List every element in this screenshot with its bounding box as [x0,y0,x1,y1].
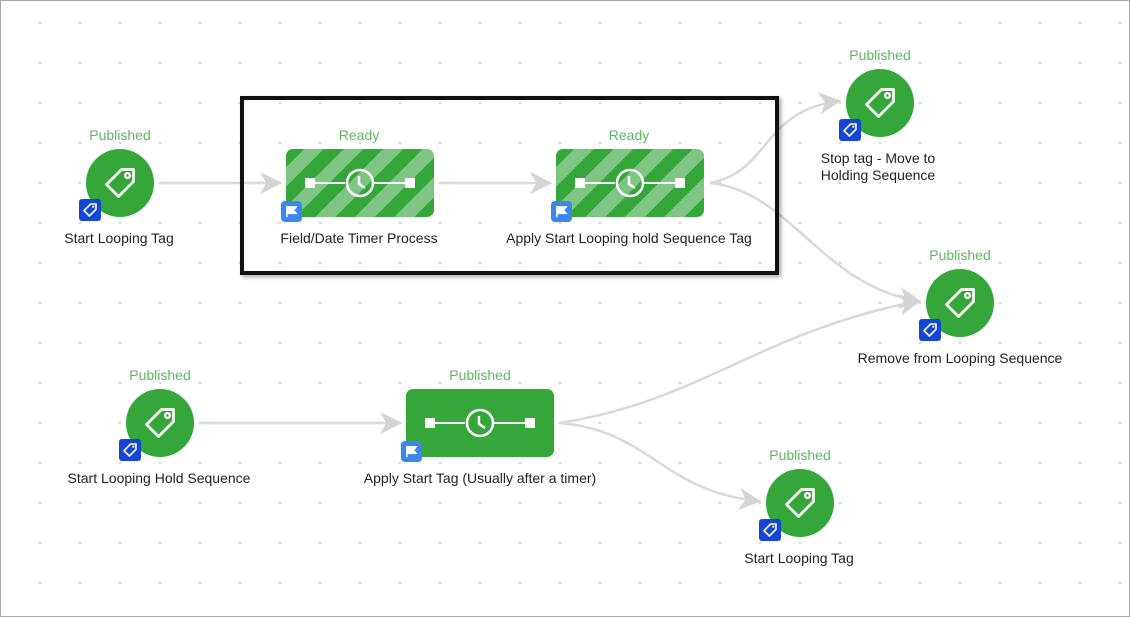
timer-node-box[interactable] [556,149,704,217]
highlight-box [240,96,779,275]
tag-icon [105,168,135,198]
node-status: Published [769,447,831,463]
clock-icon [575,168,685,198]
node-label: Field/Date Timer Process [280,230,438,246]
node-label: Remove from Looping Sequence [857,350,1063,366]
node-label: Start Looping Tag [64,230,174,246]
node-status: Published [929,247,991,263]
node-status: Published [449,367,511,383]
tag-node-circle[interactable] [926,269,994,337]
node-status: Published [89,127,151,143]
tag-badge-icon [759,519,781,541]
node-label: Start Looping Hold Sequence [67,470,251,486]
node-label: Start Looping Tag [744,550,854,566]
clock-icon [425,408,535,438]
flag-icon [281,201,302,222]
node-status: Ready [608,127,650,143]
tag-badge-icon [839,119,861,141]
tag-node-circle[interactable] [86,149,154,217]
node-label: Apply Start Tag (Usually after a timer) [363,470,597,486]
tag-badge-icon [919,319,941,341]
node-label: Apply Start Looping hold Sequence Tag [506,230,752,246]
clock-icon [305,168,415,198]
tag-icon [145,408,175,438]
tag-badge-icon [79,199,101,221]
node-status: Published [849,47,911,63]
flag-icon [551,201,572,222]
timer-node-box[interactable] [406,389,554,457]
node-status: Ready [338,127,380,143]
tag-icon [785,488,815,518]
timer-node-box[interactable] [286,149,434,217]
flag-icon [401,441,422,462]
tag-icon [945,288,975,318]
node-label-line1: Stop tag - Move to [820,150,936,166]
node-label-line2: Holding Sequence [820,167,936,183]
tag-icon [865,88,895,118]
node-status: Published [129,367,191,383]
tag-badge-icon [119,439,141,461]
edge-n7-n8[interactable] [559,421,762,511]
